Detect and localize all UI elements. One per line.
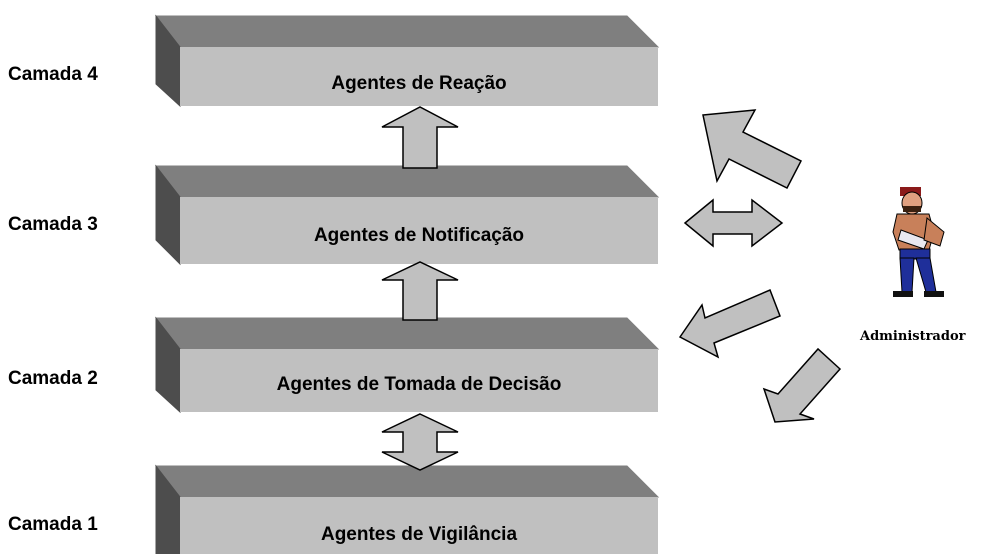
arrow-admin-to-layer4 [702, 109, 803, 190]
layer-4-agent-name: Agentes de Reação [331, 73, 507, 94]
layer-3-box-front [180, 197, 658, 264]
layer-2-label: Camada 2 [8, 368, 98, 389]
administrator-label: Administrador [860, 329, 966, 344]
arrow-admin-layer3-bidirectional [683, 198, 784, 248]
layer-4-box [154, 14, 660, 108]
arrow-up-layer2-to-layer3 [381, 261, 459, 321]
layer-3-label: Camada 3 [8, 214, 98, 235]
layer-1-agent-name: Agentes de Vigilância [320, 524, 518, 545]
arrow-bidirectional-layer1-layer2 [381, 413, 459, 471]
layer-2-agent-name: Agentes de Tomada de Decisão [276, 374, 562, 395]
layer-1-box-top [154, 465, 660, 498]
layer-2-box-top [154, 317, 660, 350]
layer-2-box-front [180, 349, 658, 412]
arrow-admin-to-layer1 [762, 347, 842, 423]
arrow-admin-to-layer2 [678, 289, 781, 359]
administrator-person-icon [892, 187, 945, 297]
layer-4-box-top [154, 15, 660, 48]
layer-1-label: Camada 1 [8, 514, 98, 535]
layer-4-box-front [180, 47, 658, 106]
layer-4-label: Camada 4 [8, 64, 98, 85]
layer-1-box-side [155, 464, 181, 554]
layer-2-box [154, 316, 660, 414]
layer-3-box-top [154, 165, 660, 198]
layer-1-box-front [180, 497, 658, 554]
layer-3-agent-name: Agentes de Notificação [313, 225, 525, 246]
layer-3-box [154, 164, 660, 266]
layer-1-box [154, 464, 660, 554]
arrow-up-layer3-to-layer4 [381, 106, 459, 169]
